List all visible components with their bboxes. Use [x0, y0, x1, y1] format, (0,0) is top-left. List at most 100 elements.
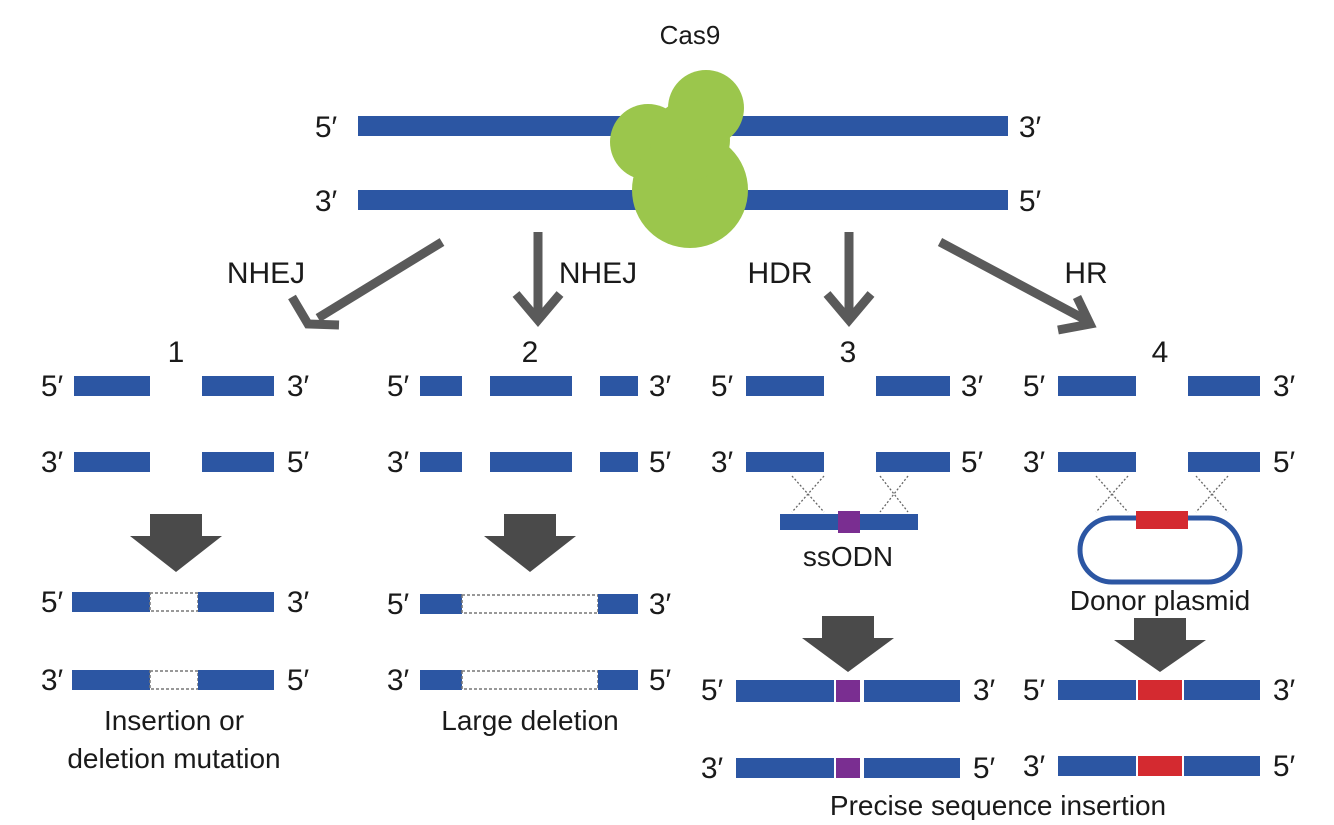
ssodn-insert	[838, 511, 860, 533]
deletion-site	[461, 594, 599, 614]
pathway-3-number: 3	[840, 336, 857, 369]
block-arrow	[130, 514, 222, 572]
pathway-1-number: 1	[168, 336, 185, 369]
strand-segment	[420, 376, 462, 396]
pathway-3-label: HDR	[748, 257, 813, 290]
strand-segment	[600, 452, 638, 472]
strand-segment	[490, 452, 572, 472]
insert-segment	[1138, 756, 1182, 776]
strand-segment	[598, 594, 638, 614]
pathway-3-caption: Precise sequence insertion	[830, 790, 1166, 820]
end-label: 5′	[649, 446, 672, 479]
strand-segment	[1058, 680, 1136, 700]
bottom-strand-left-end: 3′	[315, 185, 338, 218]
strand-segment	[1188, 452, 1260, 472]
end-label: 3′	[41, 446, 64, 479]
end-label: 3′	[287, 586, 310, 619]
end-label: 5′	[287, 664, 310, 697]
strand-segment	[1058, 376, 1136, 396]
end-label: 3′	[1273, 674, 1296, 707]
panel-1: 5′ 3′ 3′ 5′ 5′ 3′ 3′ 5′ Insertion or del…	[41, 370, 310, 774]
end-label: 5′	[973, 752, 996, 785]
strand-segment	[72, 592, 150, 612]
strand-segment	[736, 680, 834, 702]
strand-segment	[202, 452, 274, 472]
end-label: 3′	[1273, 370, 1296, 403]
insert-segment	[836, 758, 860, 778]
donor-plasmid-label: Donor plasmid	[1070, 585, 1251, 616]
end-label: 5′	[1023, 674, 1046, 707]
end-label: 5′	[387, 588, 410, 621]
insert-segment	[1138, 680, 1182, 700]
strand-segment	[1058, 452, 1136, 472]
block-arrow	[484, 514, 576, 572]
strand-segment	[736, 758, 834, 778]
strand-segment	[490, 376, 572, 396]
arrow-pathway-3	[823, 232, 875, 327]
strand-segment	[198, 592, 274, 612]
panel-3: 5′ 3′ 3′ 5′ ssODN 5′ 3′ 3′ 5′ Pre	[701, 370, 1166, 821]
pathway-4-label: HR	[1064, 257, 1107, 290]
end-label: 5′	[287, 446, 310, 479]
end-label: 3′	[387, 664, 410, 697]
pathway-1-caption-line1: Insertion or	[104, 705, 244, 736]
end-label: 3′	[287, 370, 310, 403]
pathway-2-caption-line1: Large deletion	[441, 705, 618, 736]
indel-site	[149, 592, 199, 612]
end-label: 5′	[1273, 446, 1296, 479]
bottom-strand-right-end: 5′	[1019, 185, 1042, 218]
strand-segment	[1188, 376, 1260, 396]
end-label: 3′	[387, 446, 410, 479]
indel-site	[149, 670, 199, 690]
strand-segment	[198, 670, 274, 690]
end-label: 5′	[1273, 750, 1296, 783]
end-label: 5′	[1023, 370, 1046, 403]
strand-segment	[1058, 756, 1136, 776]
end-label: 3′	[1023, 750, 1046, 783]
arrow-pathway-4	[937, 238, 1097, 335]
plasmid-insert	[1136, 511, 1188, 529]
end-label: 5′	[649, 664, 672, 697]
strand-segment	[876, 452, 950, 472]
cas9-label: Cas9	[660, 20, 721, 50]
strand-segment	[746, 376, 824, 396]
end-label: 3′	[973, 674, 996, 707]
end-label: 3′	[649, 370, 672, 403]
insert-segment	[836, 680, 860, 702]
strand-segment	[1184, 756, 1260, 776]
ssodn-template	[780, 511, 918, 533]
end-label: 5′	[701, 674, 724, 707]
pathway-2-number: 2	[522, 336, 539, 369]
top-strand-right-end: 3′	[1019, 111, 1042, 144]
deletion-site	[461, 670, 599, 690]
pathway-arrows	[288, 232, 1097, 335]
end-label: 3′	[1023, 446, 1046, 479]
end-label: 5′	[961, 446, 984, 479]
strand-segment	[600, 376, 638, 396]
strand-segment	[864, 680, 960, 702]
end-label: 3′	[711, 446, 734, 479]
strand-segment	[746, 452, 824, 472]
top-strand-left-end: 5′	[315, 111, 338, 144]
strand-segment	[72, 670, 150, 690]
strand-segment	[202, 376, 274, 396]
block-arrow	[802, 616, 894, 672]
arrow-pathway-1	[288, 238, 445, 330]
pathway-1-caption-line2: deletion mutation	[67, 743, 280, 774]
panel-4: 5′ 3′ 3′ 5′ Donor plasmid 5′ 3′ 3′ 5′	[1023, 370, 1296, 783]
ssodn-label: ssODN	[803, 541, 893, 572]
strand-segment	[876, 376, 950, 396]
end-label: 3′	[41, 664, 64, 697]
strand-segment	[74, 376, 150, 396]
block-arrow	[1114, 618, 1206, 672]
pathway-2-label: NHEJ	[559, 257, 637, 290]
strand-segment	[1184, 680, 1260, 700]
end-label: 5′	[41, 370, 64, 403]
end-label: 5′	[387, 370, 410, 403]
strand-segment	[420, 670, 462, 690]
strand-segment	[420, 594, 462, 614]
strand-segment	[74, 452, 150, 472]
panel-2: 5′ 3′ 3′ 5′ 5′ 3′ 3′ 5′ Large deletion	[387, 370, 672, 736]
crossover-marks	[1095, 475, 1229, 513]
